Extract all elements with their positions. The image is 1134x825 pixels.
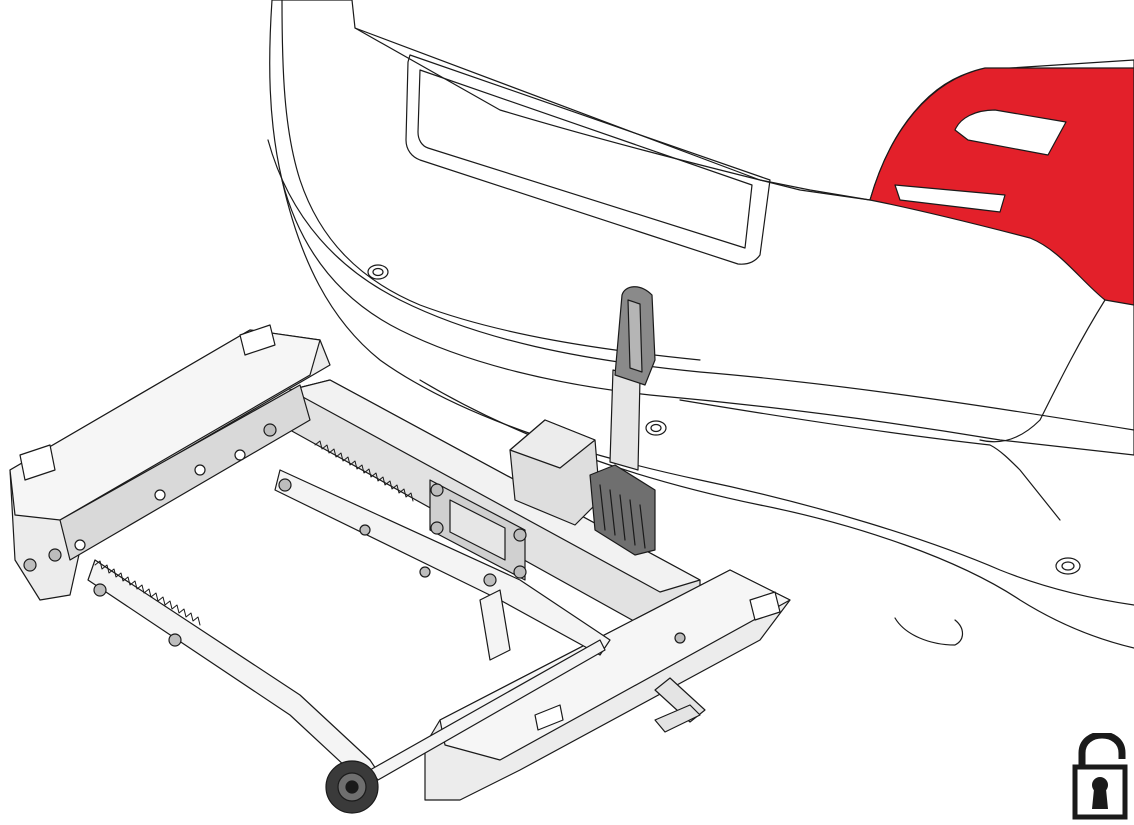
left-wheel-tray-top (9, 329, 321, 521)
lower-tube (87, 559, 381, 781)
release-lever (654, 677, 706, 733)
rear-tube (274, 469, 611, 656)
cross-rod-2 (479, 589, 511, 661)
bumper-lower (281, 179, 1134, 606)
tail-light (869, 67, 1134, 306)
lower-bumper-surface (679, 399, 1061, 521)
tail-light-lens-upper (954, 109, 1067, 156)
unlocked-padlock-icon (1072, 733, 1128, 820)
right-tray-slot (534, 704, 564, 731)
parking-sensors (367, 264, 1081, 575)
spring-upper (314, 440, 414, 502)
trunk-lid-edge (354, 27, 871, 201)
licence-plate-recess-inner (417, 69, 753, 249)
main-cross-beam-top (289, 379, 701, 593)
mounting-plate-recess (449, 499, 506, 561)
spring-lower (94, 560, 201, 626)
bumper-top-line (267, 139, 1134, 431)
handle-shaft (609, 369, 641, 471)
left-tray-tab-2 (19, 444, 56, 481)
trunk-crease (281, 0, 701, 361)
car-rear (267, 0, 1134, 649)
support-wheel (325, 760, 379, 814)
right-tray-tab (749, 591, 781, 621)
bolts (23, 423, 686, 647)
clamping-handle (589, 286, 656, 556)
handle-grip-highlight (627, 299, 643, 373)
exhaust-pipe (894, 617, 964, 646)
handle-base-teeth (599, 484, 646, 549)
left-tray-tab-1 (239, 324, 276, 356)
coupling-housing-top (509, 419, 596, 469)
licence-plate-recess (405, 54, 771, 265)
rear-quarter-line (979, 299, 1106, 443)
handle-base-clamp (589, 464, 656, 556)
carrier-frame (9, 324, 791, 801)
left-side-rail (59, 384, 311, 561)
tension-springs (94, 440, 414, 626)
tail-light-lens-lower (894, 184, 1006, 213)
